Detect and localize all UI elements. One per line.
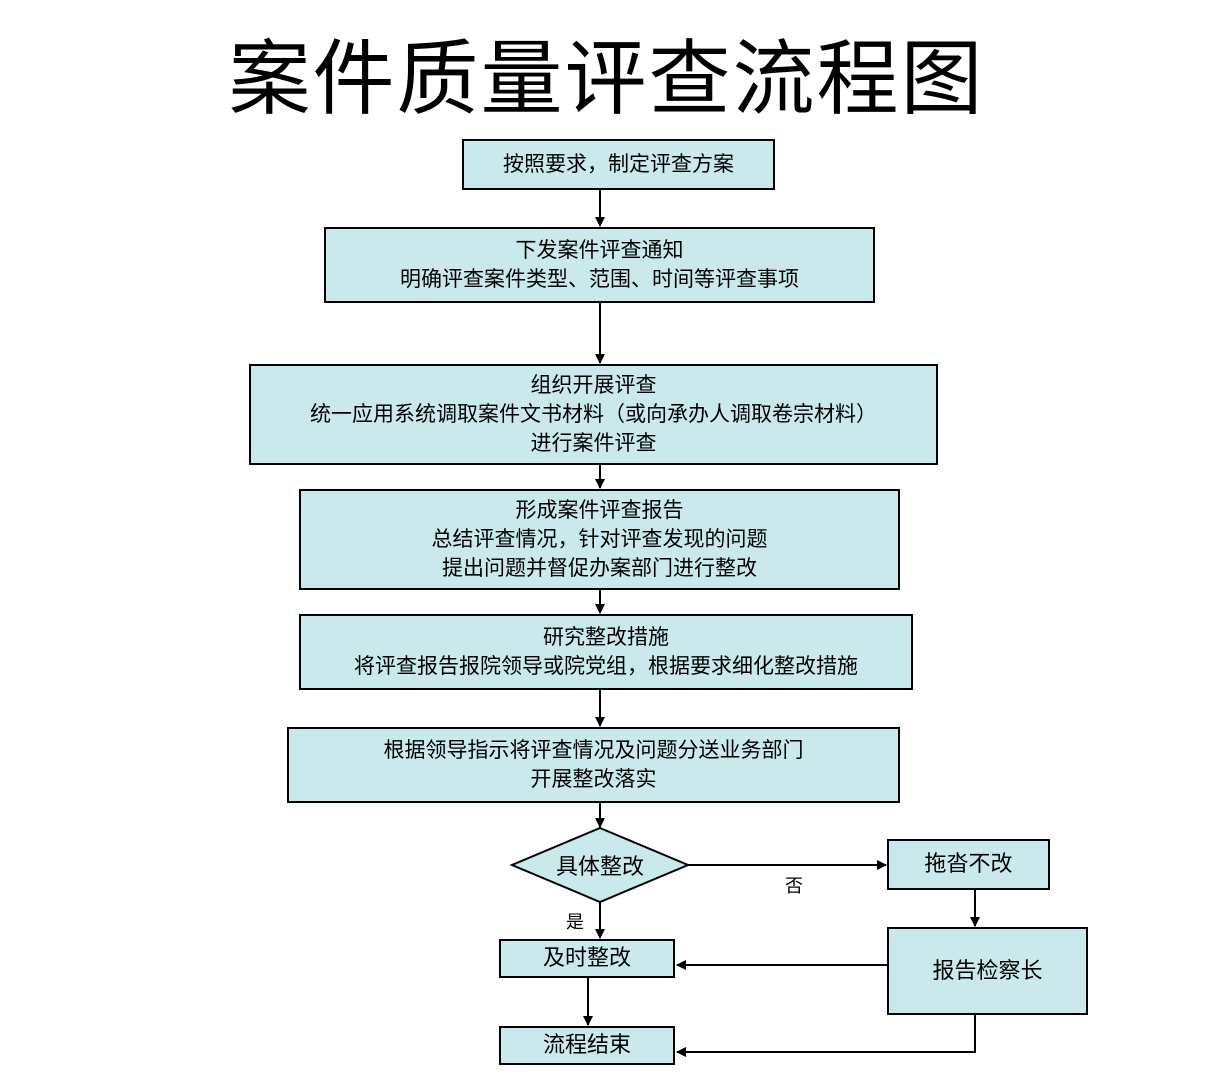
node-line: 研究整改措施 xyxy=(543,625,669,649)
node-timely: 及时整改 xyxy=(499,939,675,978)
node-line: 统一应用系统调取案件文书材料（或向承办人调取卷宗材料） xyxy=(310,402,877,426)
node-dispatch: 根据领导指示将评查情况及问题分送业务部门开展整改落实 xyxy=(287,727,900,803)
node-line: 明确评查案件类型、范围、时间等评查事项 xyxy=(400,267,799,291)
node-line: 按照要求，制定评查方案 xyxy=(503,152,734,176)
node-line: 组织开展评查 xyxy=(530,373,657,397)
decision-diamond xyxy=(509,826,691,904)
node-end: 流程结束 xyxy=(499,1026,675,1065)
node-delay: 拖沓不改 xyxy=(887,839,1050,890)
node-organize: 组织开展评查统一应用系统调取案件文书材料（或向承办人调取卷宗材料） 进行案件评查 xyxy=(249,364,938,465)
edge-label-yes: 是 xyxy=(566,912,584,933)
decision-label: 具体整改 xyxy=(555,855,644,880)
node-line: 流程结束 xyxy=(542,1033,631,1058)
node-line: 根据领导指示将评查情况及问题分送业务部门 xyxy=(383,738,804,762)
node-research: 研究整改措施将评查报告报院领导或院党组，根据要求细化整改措施 xyxy=(299,614,913,690)
node-line: 及时整改 xyxy=(542,946,631,971)
node-chief: 报告检察长 xyxy=(887,927,1088,1015)
node-line: 报告检察长 xyxy=(932,958,1043,984)
node-line: 下发案件评查通知 xyxy=(515,238,684,262)
node-line: 将评查报告报院领导或院党组，根据要求细化整改措施 xyxy=(354,654,858,678)
node-report: 形成案件评查报告总结评查情况，针对评查发现的问题提出问题并督促办案部门进行整改 xyxy=(299,489,900,590)
node-plan: 按照要求，制定评查方案 xyxy=(462,139,775,190)
node-line: 进行案件评查 xyxy=(530,431,657,455)
arrow-chief-end xyxy=(676,1015,976,1057)
node-line: 拖沓不改 xyxy=(924,852,1013,877)
node-line: 形成案件评查报告 xyxy=(515,498,684,522)
node-line: 开展整改落实 xyxy=(530,767,657,791)
node-line: 总结评查情况，针对评查发现的问题 xyxy=(431,527,768,551)
diagram-title: 案件质量评查流程图 xyxy=(228,32,985,127)
node-line: 提出问题并督促办案部门进行整改 xyxy=(442,556,757,580)
edge-label-no: 否 xyxy=(785,876,803,897)
node-notice: 下发案件评查通知明确评查案件类型、范围、时间等评查事项 xyxy=(324,227,875,303)
